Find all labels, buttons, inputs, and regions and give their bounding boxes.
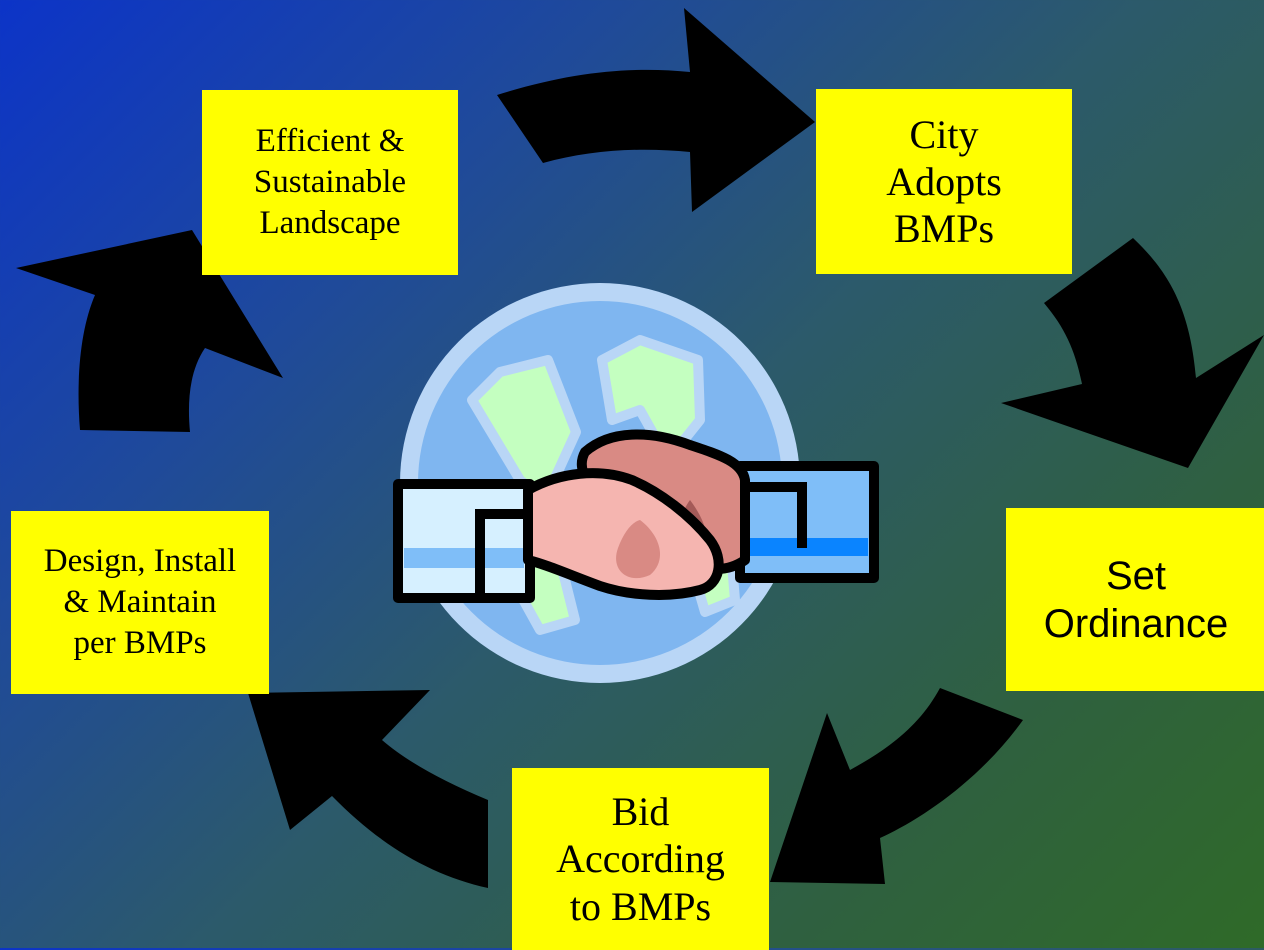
- step-line: to BMPs: [569, 883, 712, 929]
- step-line: Ordinance: [1043, 601, 1229, 646]
- step-line: Adopts: [886, 158, 1002, 204]
- arrow-city-to-ordinance: [1001, 238, 1264, 468]
- step-design-install-maintain: Design, Install & Maintain per BMPs: [11, 511, 269, 694]
- arrow-design-to-efficient: [16, 230, 283, 432]
- arrow-efficient-to-city: [497, 8, 815, 212]
- arrow-ordinance-to-bid: [770, 688, 1023, 884]
- step-line: Bid: [611, 789, 670, 835]
- step-line: & Maintain: [63, 583, 217, 620]
- step-line: Sustainable: [253, 163, 407, 200]
- step-line: According: [556, 836, 725, 882]
- arrow-bid-to-design: [248, 690, 488, 888]
- step-line: Set: [1105, 553, 1167, 598]
- step-line: per BMPs: [73, 625, 207, 662]
- step-set-ordinance: Set Ordinance: [1006, 508, 1264, 691]
- step-city-adopts-bmps: City Adopts BMPs: [816, 89, 1072, 274]
- step-line: Landscape: [259, 205, 401, 242]
- step-line: Design, Install: [43, 542, 237, 579]
- step-line: City: [909, 111, 979, 157]
- step-efficient-sustainable-landscape: Efficient & Sustainable Landscape: [202, 90, 458, 275]
- step-bid-according-to-bmps: Bid According to BMPs: [512, 768, 769, 950]
- globe-handshake-icon: [393, 283, 879, 683]
- step-line: BMPs: [893, 206, 995, 252]
- step-line: Efficient &: [255, 122, 405, 159]
